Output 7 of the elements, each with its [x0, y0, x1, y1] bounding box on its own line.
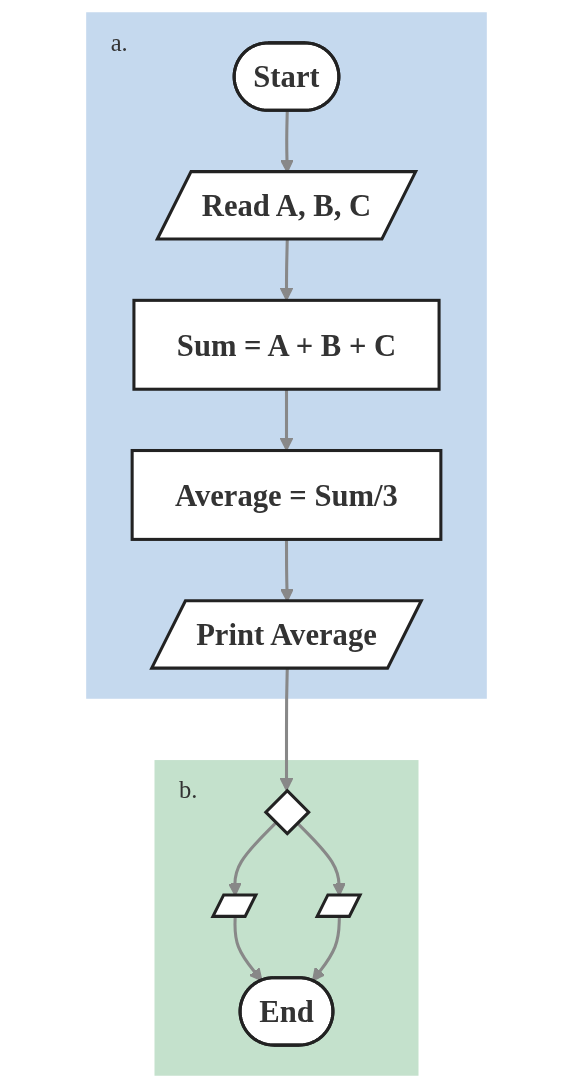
arrow — [311, 917, 341, 982]
node-box: Average = Sum/3 — [130, 449, 443, 541]
node-box: Sum = A + B + C — [132, 298, 441, 391]
node-parallelogram — [210, 893, 259, 918]
node-diamond — [263, 788, 311, 836]
node-parallelogram — [314, 893, 363, 918]
arrow — [233, 917, 263, 982]
